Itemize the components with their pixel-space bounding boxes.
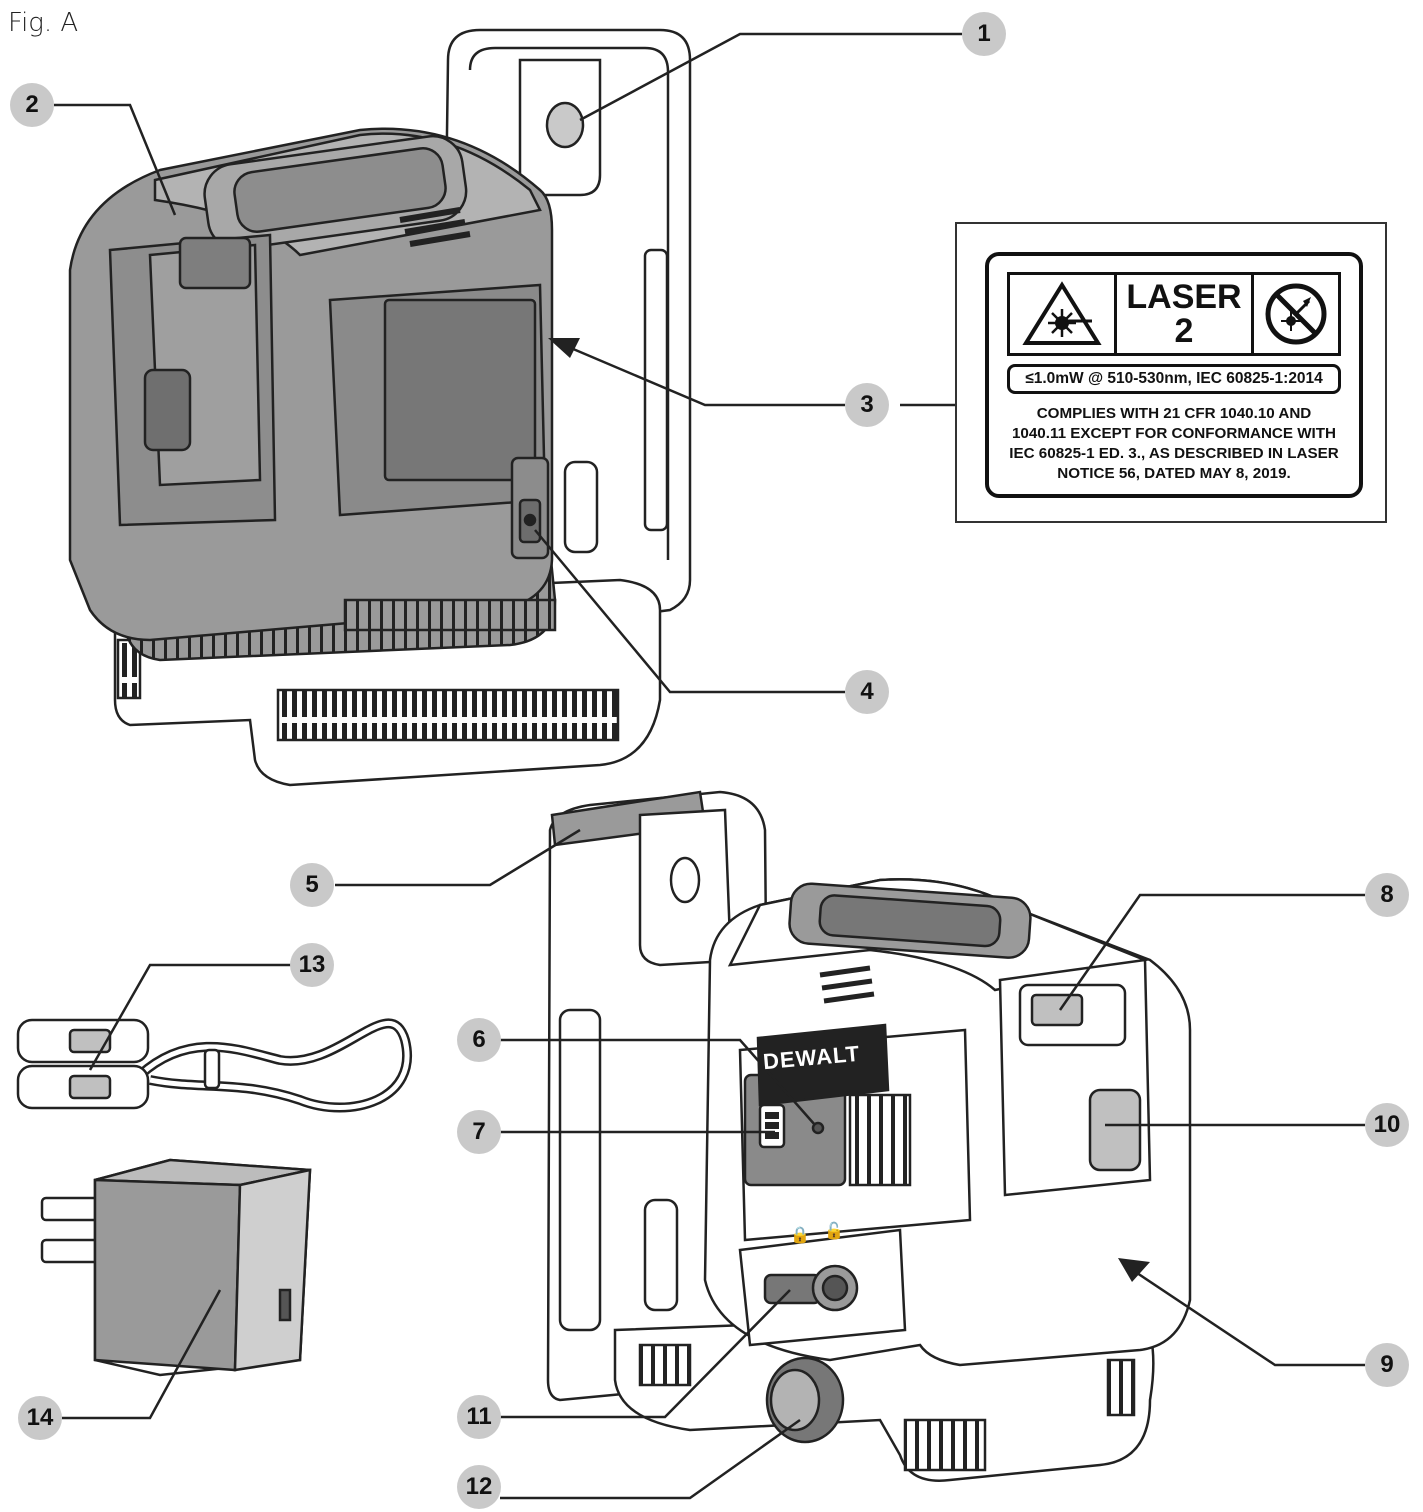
callout-3: 3 [845, 383, 889, 427]
lock-icon: 🔒 [790, 1225, 810, 1244]
compliance-line: NOTICE 56, DATED MAY 8, 2019. [1057, 465, 1291, 482]
callout-10: 10 [1365, 1103, 1409, 1147]
laser-class-number: 2 [1174, 312, 1194, 350]
callout-5: 5 [290, 863, 334, 907]
power-led-icon [811, 1121, 825, 1135]
pendulum-lock-switch [763, 1273, 822, 1305]
label-header: LASER 2 [1007, 272, 1341, 356]
laser-warning-triangle-icon [1010, 275, 1117, 353]
callout-1: 1 [962, 12, 1006, 56]
top-laser-unit [68, 28, 692, 787]
callout-6: 6 [457, 1018, 501, 1062]
callout-12: 12 [457, 1465, 501, 1509]
laser-class-word: LASER [1126, 278, 1242, 316]
wall-charger [40, 1158, 312, 1377]
unlock-icon: 🔓 [824, 1221, 844, 1240]
usb-cable [16, 1018, 412, 1113]
leader-lines [54, 32, 1365, 1500]
callout-13: 13 [290, 943, 334, 987]
callout-4: 4 [845, 670, 889, 714]
bottom-laser-unit: 🔒 🔓 [546, 790, 1192, 1482]
compliance-text: COMPLIES WITH 21 CFR 1040.10 AND 1040.11… [997, 404, 1351, 484]
no-stare-icon [1254, 275, 1338, 353]
figure-title: Fig. A [8, 8, 79, 38]
compliance-line: COMPLIES WITH 21 CFR 1040.10 AND [1036, 405, 1312, 422]
compliance-line: IEC 60825-1 ED. 3., AS DESCRIBED IN LASE… [1009, 445, 1339, 462]
callout-9: 9 [1365, 1343, 1409, 1387]
callout-11: 11 [457, 1395, 501, 1439]
callout-7: 7 [457, 1110, 501, 1154]
callout-2: 2 [10, 83, 54, 127]
callout-8: 8 [1365, 873, 1409, 917]
callout-14: 14 [18, 1396, 62, 1440]
laser-spec-line: ≤1.0mW @ 510-530nm, IEC 60825-1:2014 [1007, 364, 1341, 394]
laser-warning-label: LASER 2 ≤1.0mW @ 510-530nm, IEC 60825-1:… [955, 222, 1387, 523]
compliance-line: 1040.11 EXCEPT FOR CONFORMANCE WITH [1011, 425, 1337, 442]
label-frame: LASER 2 ≤1.0mW @ 510-530nm, IEC 60825-1:… [985, 252, 1363, 498]
